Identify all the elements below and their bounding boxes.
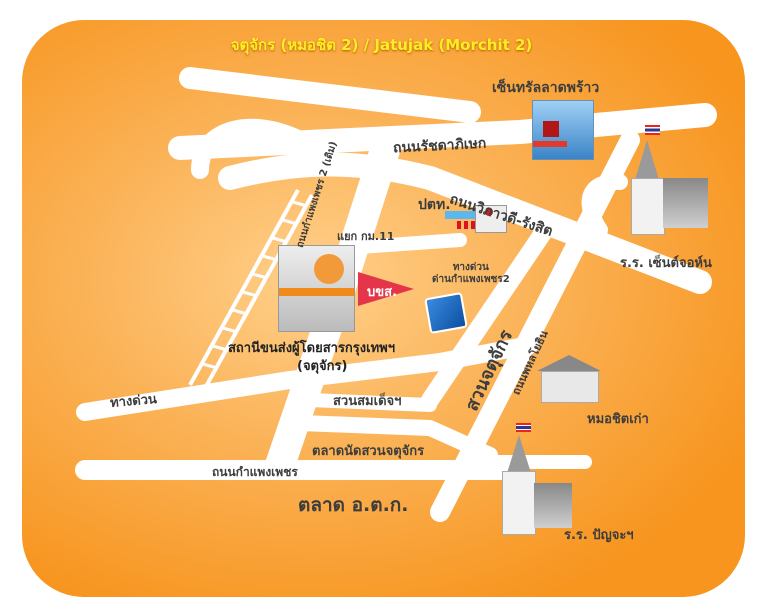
flag-icon (645, 125, 660, 135)
road-loop-east (581, 173, 628, 238)
kamphaengphet-road-label: ถนนกำแพงเพชร (212, 465, 298, 479)
morchit-old-label: หมอชิตเก่า (587, 412, 649, 427)
bus-terminal-building-icon (278, 245, 355, 332)
expressway-label: ทางด่วน (109, 391, 158, 412)
weekend-market-label: ตลาดนัดสวนจตุจักร (312, 444, 425, 459)
road-top (179, 67, 481, 123)
road-vibhavadi (218, 152, 712, 294)
morchit-old-building-icon (537, 355, 602, 405)
expressway-gate-label: ทางด่วน ด่านกำแพงเพชร2 (432, 262, 510, 285)
road-phahonyothin (430, 130, 640, 522)
ortorkor-market-label: ตลาด อ.ต.ก. (298, 494, 409, 516)
bks-sign-label: บขส. (367, 285, 398, 300)
bks-flag-icon (358, 272, 414, 306)
bus-terminal-sublabel: (จตุจักร) (297, 359, 348, 374)
central-building-icon (532, 100, 594, 160)
ptt-label: ปตท. (418, 197, 451, 213)
st-john-school-label: ร.ร. เซ็นต์จอห์น (620, 256, 712, 271)
expressway-sign-icon (424, 291, 468, 335)
road-km11 (338, 233, 467, 255)
panya-church-icon (492, 435, 572, 535)
map-title: จตุจักร (หมอชิต 2) / Jatujak (Morchit 2) (230, 36, 533, 54)
road-suan-somdet (303, 393, 437, 412)
flag-icon (516, 423, 531, 432)
railway (188, 189, 314, 391)
road-loop (191, 118, 309, 179)
ptt-station-icon (445, 205, 507, 235)
panya-school-label: ร.ร. ปัญจะฯ (564, 528, 634, 543)
central-label: เซ็นทรัลลาดพร้าว (492, 80, 600, 96)
road-park-west (421, 221, 554, 409)
suan-somdet-label: สวนสมเด็จฯ (333, 394, 402, 409)
road-expressway (76, 336, 539, 421)
km11-junction-label: แยก กม.11 (337, 230, 395, 243)
st-john-church-icon (625, 140, 710, 235)
bus-terminal-label: สถานีขนส่งผู้โดยสารกรุงเทพฯ (228, 341, 396, 356)
